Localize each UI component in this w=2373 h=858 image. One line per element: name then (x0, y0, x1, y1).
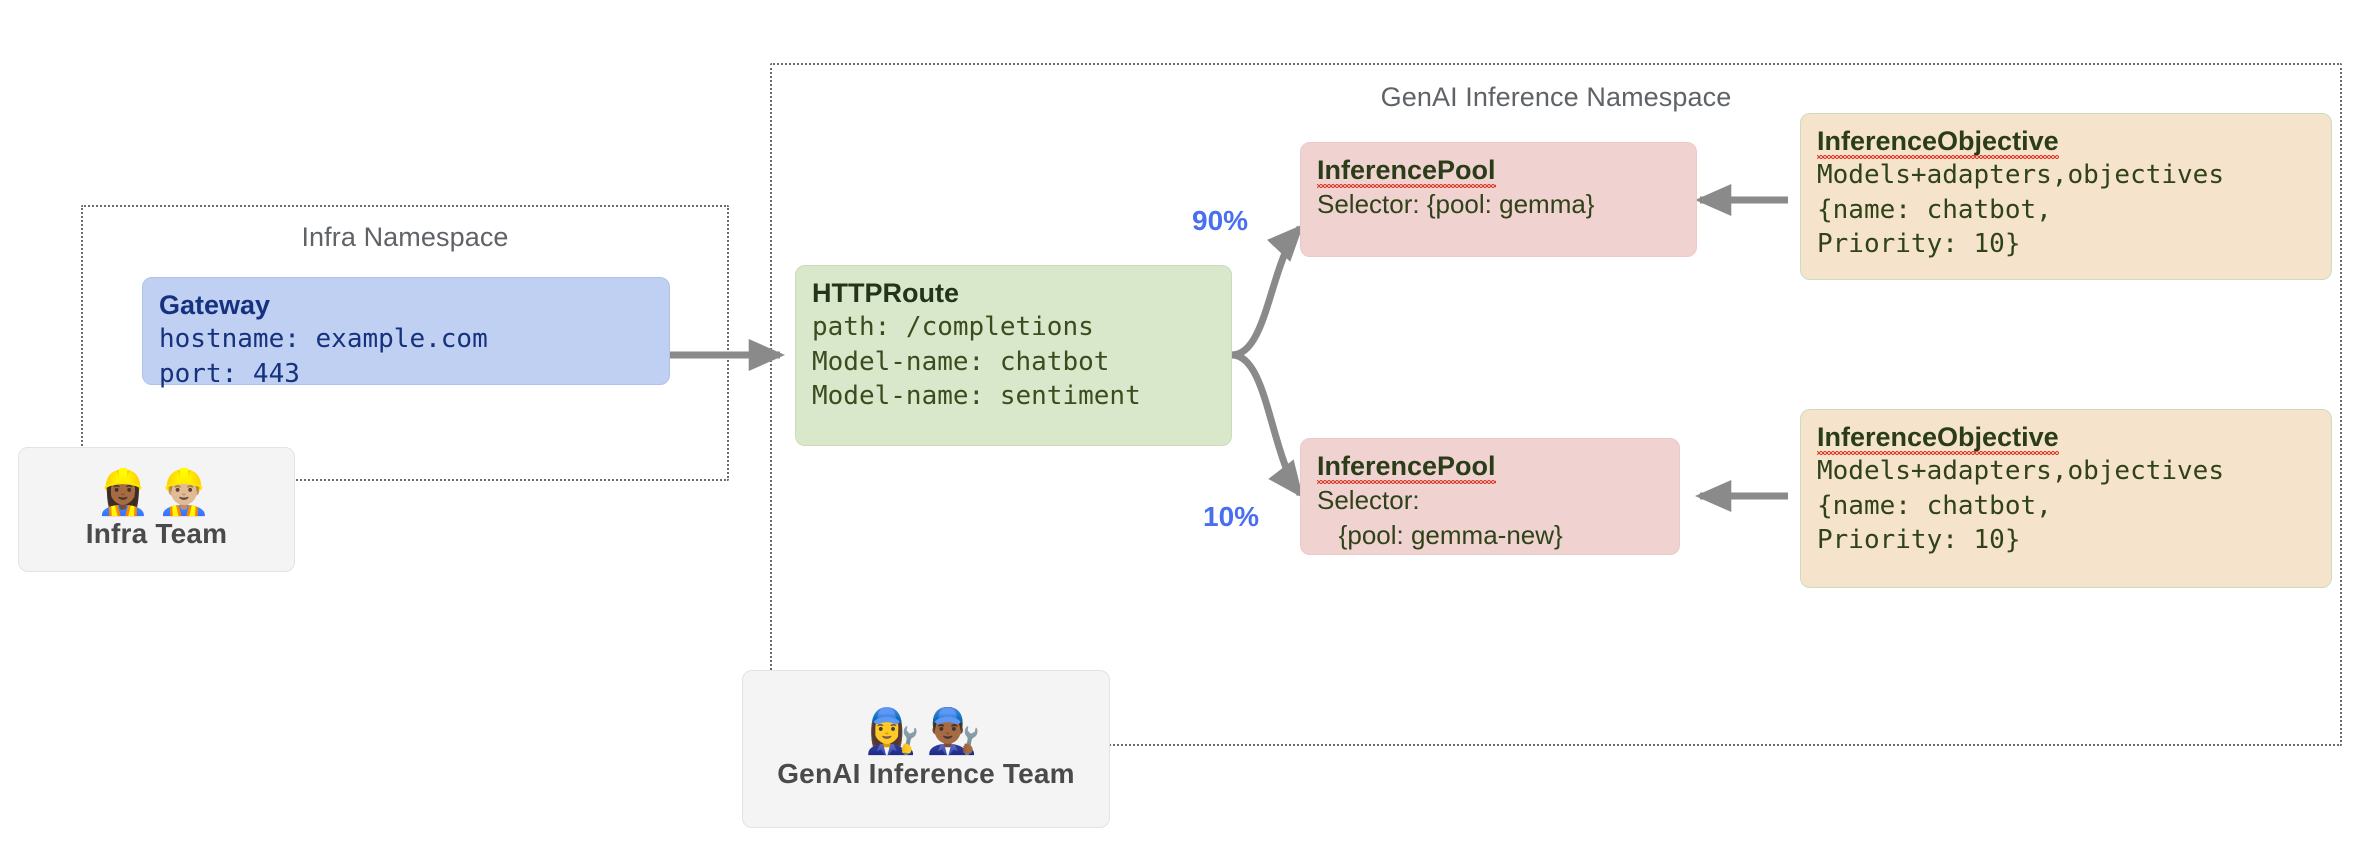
inferencepool-card-gemma[interactable]: InferencePool Selector: {pool: gemma} (1300, 142, 1697, 257)
infra-namespace-title: Infra Namespace (301, 222, 509, 252)
inferencepool-gemma-new-selector-value: {pool: gemma-new} (1317, 519, 1563, 550)
genai-namespace-boundary (770, 63, 2342, 746)
inferenceobjective-2-line-models: Models+adapters,objectives (1817, 456, 2224, 487)
inferenceobjective-1-line-priority: Priority: 10} (1817, 229, 2021, 260)
gateway-card[interactable]: Gateway hostname: example.com port: 443 (142, 277, 670, 389)
httproute-line-model-sentiment: Model-name: sentiment (812, 381, 1141, 412)
inferenceobjective-card-1[interactable]: InferenceObjective Models+adapters,objec… (1800, 113, 2332, 280)
genai-inference-team-card[interactable]: 👩‍🔧👨🏾‍🔧 GenAI Inference Team (742, 670, 1110, 828)
inferencepool-gemma-title: InferencePool (1317, 153, 1496, 189)
inferencepool-card-gemma-new[interactable]: InferencePool Selector: {pool: gemma-new… (1300, 438, 1680, 555)
inferenceobjective-2-line-priority: Priority: 10} (1817, 525, 2021, 556)
gateway-title: Gateway (159, 290, 271, 320)
infra-team-avatars: 👷🏾‍♀️👷🏼‍♂️ (95, 466, 218, 518)
genai-team-avatars: 👩‍🔧👨🏾‍🔧 (865, 706, 987, 758)
weight-label-10: 10% (1203, 501, 1260, 532)
weight-label-90: 90% (1192, 205, 1249, 236)
httproute-card[interactable]: HTTPRoute path: /completions Model-name:… (795, 265, 1232, 446)
inferenceobjective-card-2[interactable]: InferenceObjective Models+adapters,objec… (1800, 409, 2332, 588)
gateway-line-port: port: 443 (159, 358, 300, 389)
inferenceobjective-1-line-name: {name: chatbot, (1817, 194, 2052, 225)
inferenceobjective-1-line-models: Models+adapters,objectives (1817, 160, 2224, 191)
inferenceobjective-2-title: InferenceObjective (1817, 420, 2059, 456)
infra-namespace-boundary (81, 205, 729, 481)
infra-team-card[interactable]: 👷🏾‍♀️👷🏼‍♂️ Infra Team (18, 447, 295, 572)
inferencepool-gemma-selector: Selector: {pool: gemma} (1317, 189, 1595, 220)
inferenceobjective-2-line-name: {name: chatbot, (1817, 490, 2052, 521)
inferencepool-gemma-new-selector: Selector: (1317, 485, 1420, 516)
genai-team-label: GenAI Inference Team (777, 757, 1075, 789)
inferencepool-gemma-new-title: InferencePool (1317, 449, 1496, 485)
infra-team-label: Infra Team (85, 518, 228, 550)
genai-namespace-title: GenAI Inference Namespace (1380, 82, 1732, 112)
inferenceobjective-1-title: InferenceObjective (1817, 124, 2059, 160)
httproute-line-model-chatbot: Model-name: chatbot (812, 346, 1110, 377)
httproute-title: HTTPRoute (812, 278, 959, 308)
httproute-line-path: path: /completions (812, 312, 1094, 343)
gateway-line-hostname: hostname: example.com (159, 324, 488, 355)
